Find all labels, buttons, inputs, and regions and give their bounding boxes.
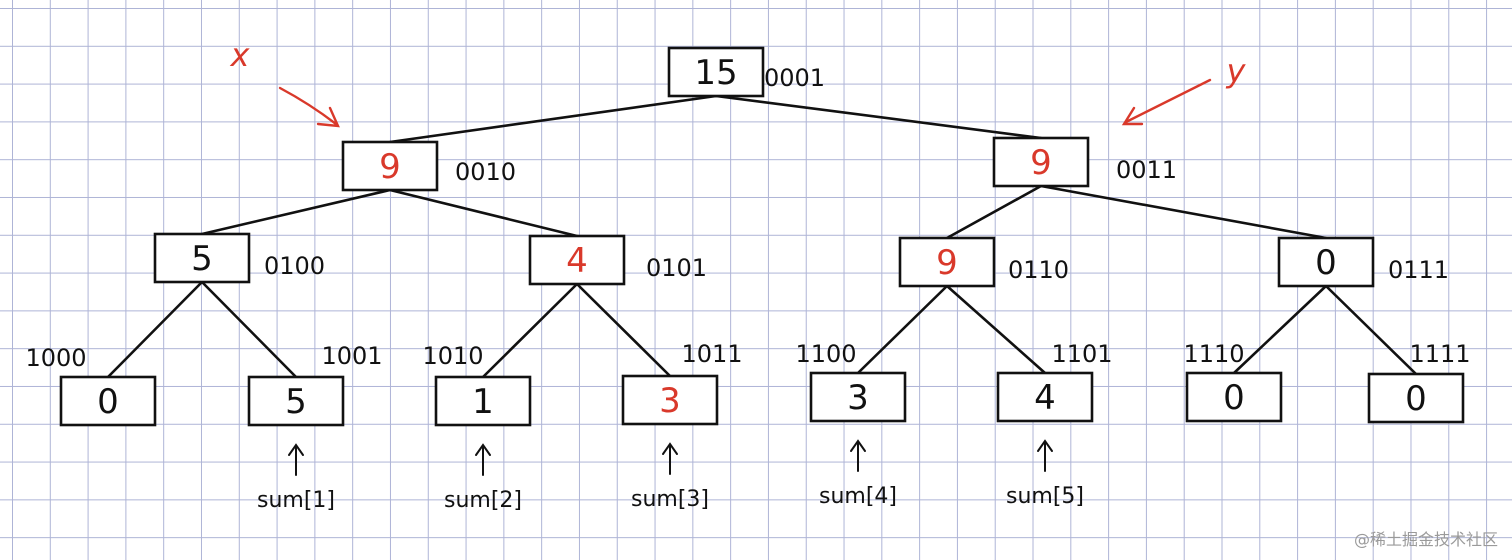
marker-x-arrow-icon [278, 86, 340, 128]
edge-n5-n11 [575, 282, 672, 378]
sum-pointer: sum[1] [257, 443, 335, 513]
node-value: 9 [1030, 143, 1052, 183]
tree-node: 0 1000 [25, 344, 157, 427]
node-binary-index: 1111 [1409, 340, 1470, 368]
marker-x-label: x [230, 36, 251, 74]
node-value: 9 [379, 147, 401, 187]
node-box [809, 371, 907, 423]
sum-pointer: sum[4] [819, 439, 897, 509]
node-binary-index: 0001 [764, 64, 825, 92]
edge-n6-n12 [856, 284, 949, 375]
tree-node: 0 0111 [1277, 236, 1449, 288]
sum-pointer: sum[2] [444, 443, 522, 513]
tree-node: 0 1110 [1183, 340, 1283, 423]
sum-label: sum[3] [631, 487, 709, 512]
node-binary-index: 1000 [25, 344, 86, 372]
sum-label: sum[1] [257, 488, 335, 513]
node-box [341, 140, 439, 192]
up-arrow-icon [662, 442, 678, 475]
node-value: 3 [847, 378, 869, 418]
node-value: 4 [1034, 378, 1056, 418]
tree-node: 3 1100 [795, 340, 907, 423]
node-value: 0 [1405, 379, 1427, 419]
node-binary-index: 1001 [321, 342, 382, 370]
node-value: 0 [1223, 378, 1245, 418]
node-value: 1 [472, 382, 494, 422]
sum-pointer: sum[5] [1006, 439, 1084, 509]
node-box [247, 375, 345, 427]
node-binary-index: 0011 [1116, 156, 1177, 184]
node-value: 9 [936, 243, 958, 283]
node-value: 5 [191, 239, 213, 279]
up-arrow-icon [475, 443, 491, 476]
edge-n6-n13 [945, 284, 1047, 375]
node-box [1367, 372, 1465, 424]
edge-n7-n15 [1324, 284, 1418, 376]
tree-node: 9 0010 [341, 140, 516, 192]
node-box [528, 234, 626, 286]
sum-pointers: sum[1] sum[2] sum[3] sum[4] sum[5] [257, 439, 1084, 513]
tree-node: 5 1001 [247, 342, 383, 427]
node-box [992, 136, 1090, 188]
up-arrow-icon [1037, 439, 1053, 472]
sum-label: sum[4] [819, 484, 897, 509]
watermark: @稀土掘金技术社区 [1353, 530, 1498, 549]
up-arrow-icon [850, 439, 866, 472]
tree-edges [106, 94, 1418, 379]
node-binary-index: 1010 [422, 342, 483, 370]
tree-node: 4 1101 [996, 340, 1113, 423]
node-box [898, 236, 996, 288]
node-box [434, 375, 532, 427]
sum-label: sum[5] [1006, 484, 1084, 509]
node-value: 4 [566, 241, 588, 281]
node-box [1277, 236, 1375, 288]
node-value: 0 [97, 382, 119, 422]
node-box [153, 232, 251, 284]
tree-node: 4 0101 [528, 234, 707, 286]
tree-node: 15 0001 [667, 46, 825, 98]
tree-node: 9 0110 [898, 236, 1069, 288]
tree-node: 5 0100 [153, 232, 325, 284]
edge-n7-n14 [1232, 284, 1328, 375]
edge-n5-n10 [481, 282, 579, 379]
node-binary-index: 0111 [1388, 256, 1449, 284]
node-box [996, 371, 1094, 423]
edge-n4-n8 [106, 280, 204, 379]
up-arrow-icon [288, 443, 304, 476]
node-binary-index: 0110 [1008, 256, 1069, 284]
edge-n1-n3 [714, 94, 1043, 140]
sum-pointer: sum[3] [631, 442, 709, 512]
edge-n1-n2 [388, 94, 718, 144]
node-box [59, 375, 157, 427]
node-box [667, 46, 765, 98]
node-binary-index: 1011 [681, 340, 742, 368]
edge-n3-n6 [945, 184, 1043, 240]
node-binary-index: 0101 [646, 254, 707, 282]
edge-n2-n4 [200, 188, 392, 236]
node-binary-index: 0100 [264, 252, 325, 280]
edge-n2-n5 [388, 188, 579, 238]
node-value: 3 [659, 381, 681, 421]
sum-label: sum[2] [444, 488, 522, 513]
tree-node: 9 0011 [992, 136, 1177, 188]
marker-y-arrow-icon [1121, 78, 1212, 126]
node-binary-index: 1110 [1183, 340, 1244, 368]
node-value: 0 [1315, 243, 1337, 283]
tree-node: 0 1111 [1367, 340, 1471, 424]
node-value: 15 [694, 53, 737, 93]
node-box [1185, 371, 1283, 423]
node-binary-index: 1101 [1051, 340, 1112, 368]
node-box [621, 374, 719, 426]
node-binary-index: 0010 [455, 158, 516, 186]
node-binary-index: 1100 [795, 340, 856, 368]
edge-n4-n9 [200, 280, 298, 379]
edge-n3-n7 [1039, 184, 1328, 240]
tree-node: 1 1010 [422, 342, 532, 427]
node-value: 5 [285, 382, 307, 422]
marker-y-label: y [1226, 52, 1247, 90]
